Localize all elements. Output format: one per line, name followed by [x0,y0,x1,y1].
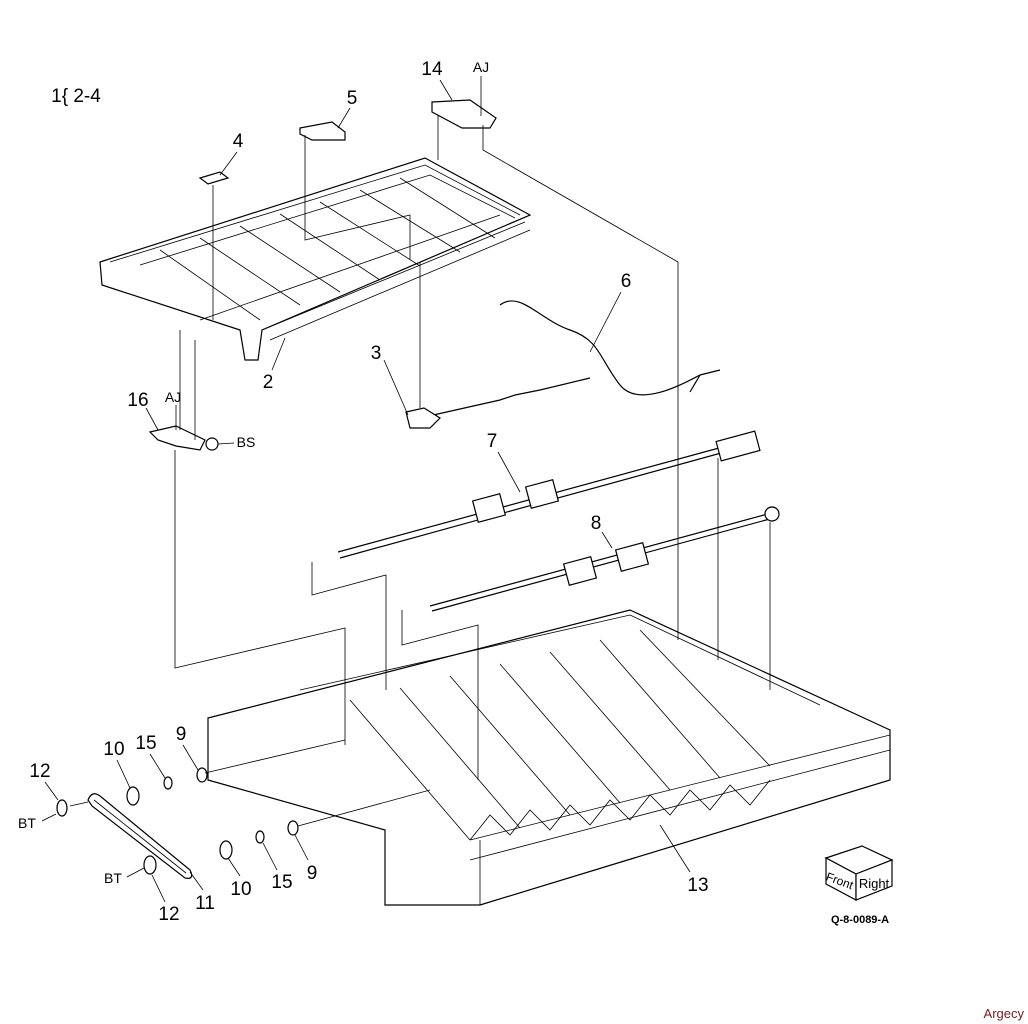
upper-tray-part-2 [99,157,532,361]
roller-part-7 [337,430,761,559]
belt-part-11 [87,793,193,879]
callout-aj-top: AJ [473,59,489,75]
bracket-part-5 [299,121,346,141]
orientation-cube: Front Right [824,845,894,901]
callout-10-bottom: 10 [230,879,251,900]
screw-bs [205,437,219,451]
harness-part-6 [419,300,721,419]
cube-right-label: Right [859,876,890,891]
callout-14: 14 [421,59,443,80]
callout-4: 4 [233,131,244,152]
callout-15-bottom: 15 [271,872,292,893]
callout-10-top: 10 [103,739,124,760]
callout-12-top: 12 [29,761,50,782]
callout-7: 7 [487,431,498,452]
callout-3: 3 [371,343,382,364]
bracket-part-16 [148,425,206,451]
callout-12-bottom: 12 [158,904,179,925]
callout-bt-top: BT [18,815,36,831]
callout-9-top: 9 [176,724,187,745]
base-frame-part-13 [207,609,891,906]
figure-code: Q-8-0089-A [831,914,889,926]
gears-and-washers [56,767,299,875]
sensor-part-3 [405,407,441,429]
callout-2: 2 [263,372,274,393]
bracket-part-14 [431,99,497,129]
callout-8: 8 [591,513,602,534]
callout-6: 6 [621,271,632,292]
callout-13: 13 [687,875,708,896]
callout-16: 16 [127,390,148,411]
callout-11: 11 [195,893,215,914]
roller-part-8 [429,506,780,612]
callout-5: 5 [347,88,358,109]
callout-bs: BS [237,434,256,450]
callout-bt-bottom: BT [104,870,122,886]
figure-reference: 1{ 2-4 [51,86,101,107]
callout-pointers [41,76,691,903]
callout-aj-left: AJ [165,389,181,405]
leader-lines [69,115,771,827]
watermark: Argecy [984,1006,1025,1021]
label-part-4 [198,171,230,185]
callout-9-bottom: 9 [307,863,318,884]
callout-15-top: 15 [135,733,156,754]
